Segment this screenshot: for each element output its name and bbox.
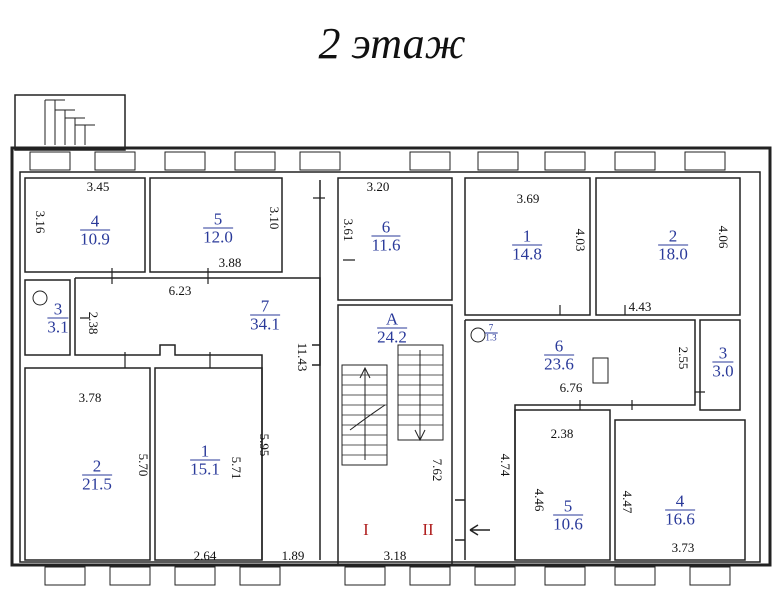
- dimension: 4.47: [620, 490, 635, 514]
- dimension: 3.10: [267, 206, 282, 230]
- dimension: 5.71: [229, 456, 244, 480]
- dimension: 2.55: [676, 346, 691, 370]
- dimension: 2.38: [86, 311, 101, 335]
- dimension: 3.18: [383, 548, 407, 563]
- dimension: 5.70: [136, 453, 151, 477]
- dimension: 6.76: [559, 380, 583, 395]
- dimension: 5.95: [257, 433, 272, 457]
- dimension: 4.46: [532, 488, 547, 512]
- dimension: 2.38: [550, 426, 574, 441]
- dimension: 2.64: [193, 548, 217, 563]
- dimension: 7.62: [430, 458, 445, 482]
- dimension: 4.06: [716, 225, 731, 249]
- stair-tower: [14, 94, 126, 151]
- dimension: 3.16: [33, 210, 48, 234]
- dimension: 3.78: [78, 390, 102, 405]
- dimension: 4.03: [573, 228, 588, 252]
- dimension: 4.43: [628, 299, 652, 314]
- dimension: 3.61: [341, 218, 356, 242]
- outer-wall: [10, 146, 772, 567]
- section-label: II: [422, 520, 434, 539]
- dimension: 4.74: [498, 453, 513, 477]
- section-label: I: [363, 520, 369, 539]
- dimension: 3.45: [86, 179, 110, 194]
- dimension: 3.73: [671, 540, 695, 555]
- dimension: 1.89: [281, 548, 305, 563]
- dimension: 3.88: [218, 255, 242, 270]
- floor-title: 2 этаж: [318, 19, 466, 68]
- dimension: 11.43: [295, 342, 310, 372]
- dimension: 3.69: [516, 191, 540, 206]
- dimension: 6.23: [168, 283, 192, 298]
- dimension: 3.20: [366, 179, 390, 194]
